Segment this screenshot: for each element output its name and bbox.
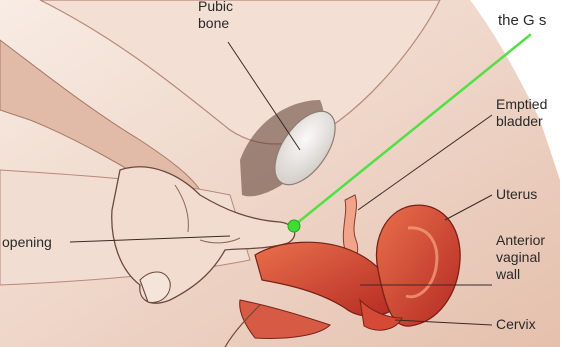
label-emptied-bladder-line1: Emptied	[496, 96, 547, 113]
g-spot-marker-icon	[288, 220, 300, 232]
label-uterus: Uterus	[496, 186, 537, 203]
label-anterior-line2: vaginal	[496, 249, 545, 266]
label-opening: opening	[2, 234, 52, 251]
label-anterior-line1: Anterior	[496, 232, 545, 249]
label-pubic-bone-line2: bone	[198, 15, 233, 32]
label-pubic-bone-line1: Pubic	[198, 0, 233, 15]
label-cervix: Cervix	[496, 316, 536, 333]
label-pubic-bone: Pubic bone	[198, 0, 233, 32]
label-g-spot: the G s	[498, 12, 546, 29]
label-emptied-bladder-line2: bladder	[496, 113, 547, 130]
label-anterior-line3: wall	[496, 266, 545, 283]
label-emptied-bladder: Emptied bladder	[496, 96, 547, 130]
label-anterior-vaginal-wall: Anterior vaginal wall	[496, 232, 545, 283]
